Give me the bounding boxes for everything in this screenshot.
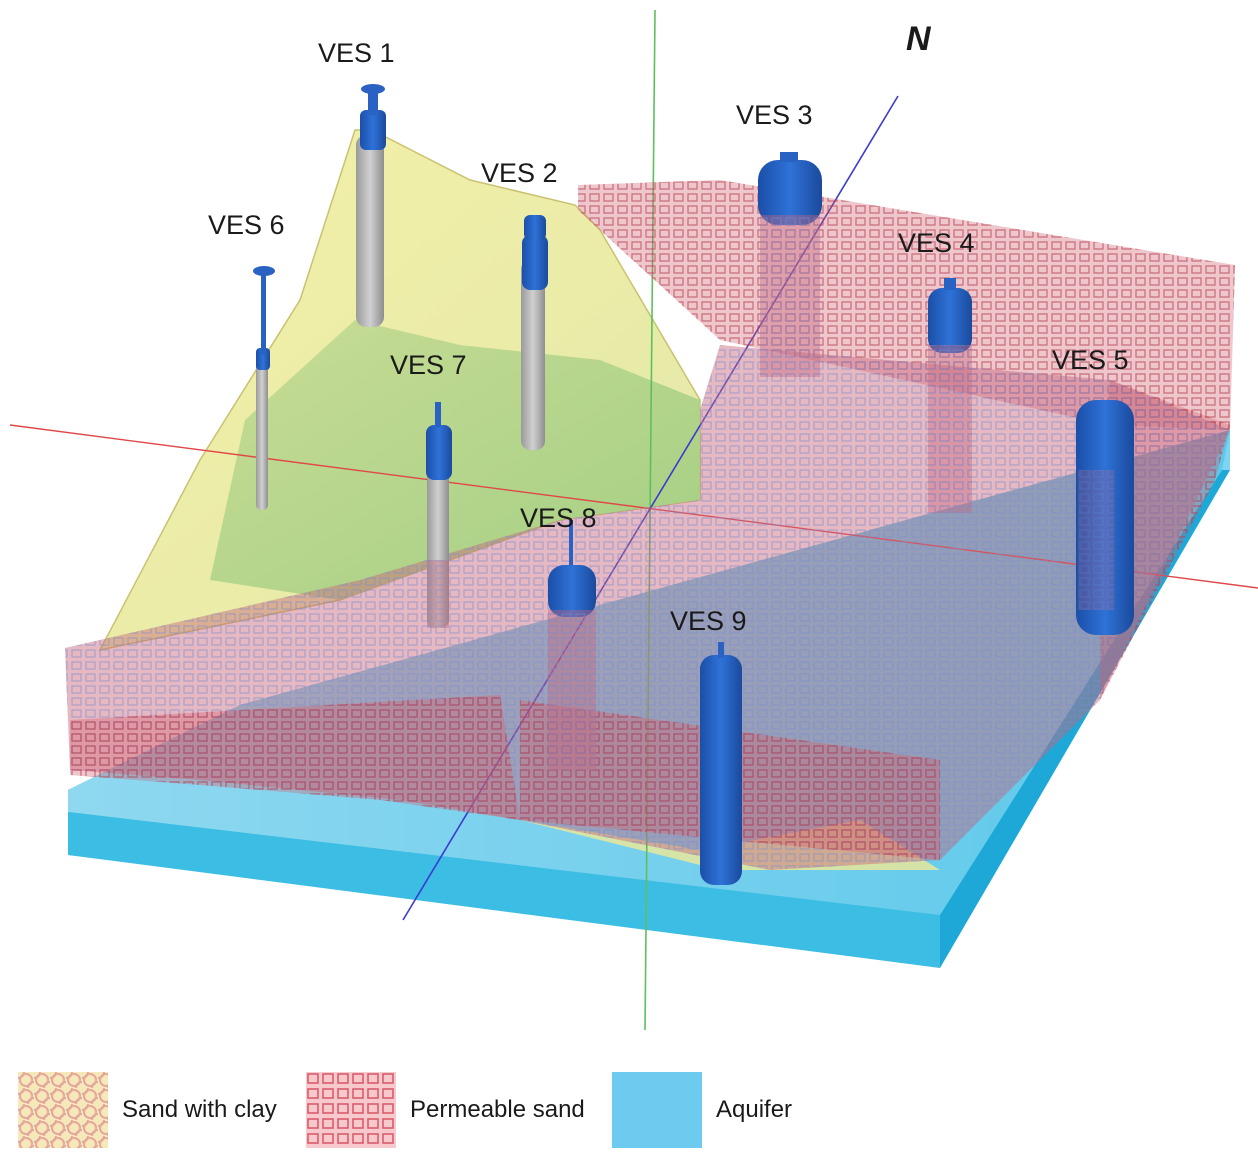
permeable-sand-layer xyxy=(65,180,1235,870)
legend-item-permeable-sand: Permeable sand xyxy=(306,1072,585,1148)
legend: Sand with clay Permeable sand Aquifer xyxy=(0,1072,1258,1156)
well-ves9 xyxy=(700,642,742,885)
well-ves6 xyxy=(253,266,275,510)
well-ves8 xyxy=(548,520,596,770)
label-ves6: VES 6 xyxy=(208,210,285,240)
well-ves7 xyxy=(426,402,452,628)
label-ves5: VES 5 xyxy=(1052,345,1129,375)
label-ves4: VES 4 xyxy=(898,228,975,258)
label-ves8: VES 8 xyxy=(520,503,597,533)
sand-with-clay-swatch xyxy=(18,1072,108,1148)
wells xyxy=(253,84,1134,885)
aquifer-swatch xyxy=(612,1072,702,1148)
permeable-sand-swatch xyxy=(306,1072,396,1148)
label-ves1: VES 1 xyxy=(318,38,395,68)
well-ves2 xyxy=(521,215,548,450)
geological-model-3d: VES 1 VES 2 VES 3 VES 4 VES 5 VES 6 VES … xyxy=(9,9,1258,1030)
well-ves5 xyxy=(1076,400,1134,635)
legend-label-permeable-sand: Permeable sand xyxy=(410,1096,585,1123)
label-ves9: VES 9 xyxy=(670,606,747,636)
label-ves7: VES 7 xyxy=(390,350,467,380)
legend-item-aquifer: Aquifer xyxy=(612,1072,792,1148)
legend-label-aquifer: Aquifer xyxy=(716,1096,793,1123)
legend-item-sand-with-clay: Sand with clay xyxy=(18,1072,277,1148)
well-ves4 xyxy=(928,278,972,513)
north-label: N xyxy=(906,20,932,58)
well-ves3 xyxy=(758,152,822,377)
well-labels: VES 1 VES 2 VES 3 VES 4 VES 5 VES 6 VES … xyxy=(208,20,1129,636)
well-ves1 xyxy=(356,84,386,327)
label-ves2: VES 2 xyxy=(481,158,558,188)
label-ves3: VES 3 xyxy=(736,100,813,130)
legend-label-sand-with-clay: Sand with clay xyxy=(122,1096,277,1123)
